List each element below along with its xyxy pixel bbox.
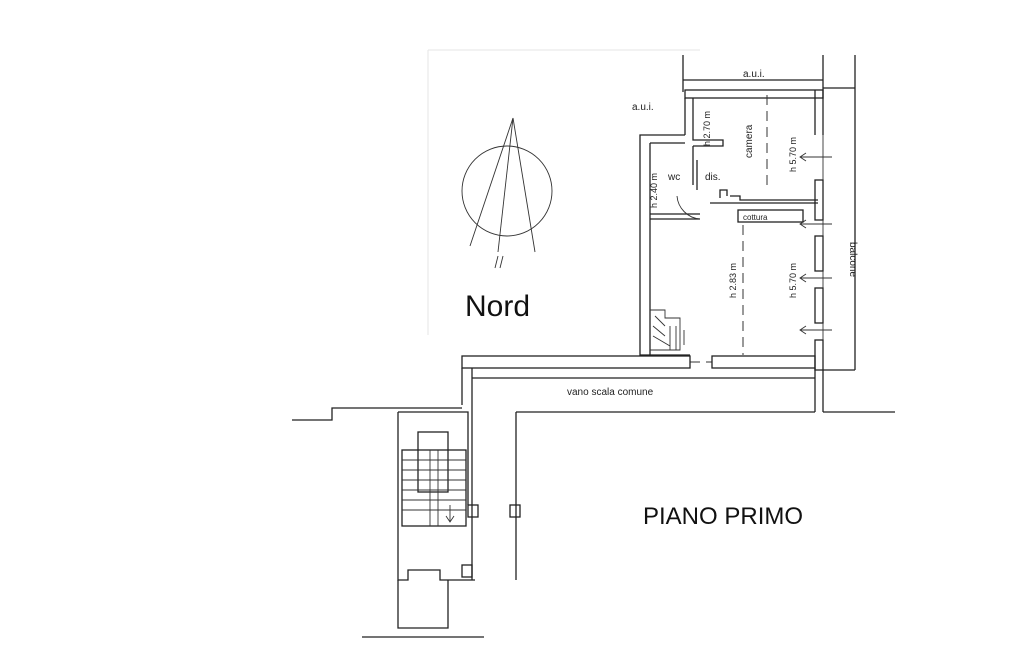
wc-label: wc (667, 172, 680, 183)
direction-arrows (799, 152, 832, 335)
dashed-lines (690, 95, 768, 363)
guide-lines (427, 49, 700, 335)
aui-top-label: a.u.i. (743, 69, 765, 80)
cottura-label: cottura (743, 213, 768, 222)
vano-scala-label: vano scala comune (567, 387, 654, 398)
stair-block (292, 407, 521, 638)
height-wc-label: h 2.40 m (649, 173, 659, 208)
height-camera-label: h 2.70 m (702, 111, 712, 146)
common-corridor (461, 355, 895, 580)
height-main-label: h 2.83 m (728, 263, 738, 298)
aui-left-label: a.u.i. (632, 102, 654, 113)
height-main-right-label: h 5.70 m (788, 263, 798, 298)
height-camera-right-label: h 5.70 m (788, 137, 798, 172)
apartment-walls (639, 55, 856, 371)
balcone-label: balcone (847, 242, 858, 277)
north-arrow-icon (461, 117, 553, 269)
camera-label: camera (744, 124, 755, 158)
dis-label: dis. (705, 172, 721, 183)
floor-title: PIANO PRIMO (643, 503, 803, 530)
north-label: Nord (465, 290, 530, 323)
